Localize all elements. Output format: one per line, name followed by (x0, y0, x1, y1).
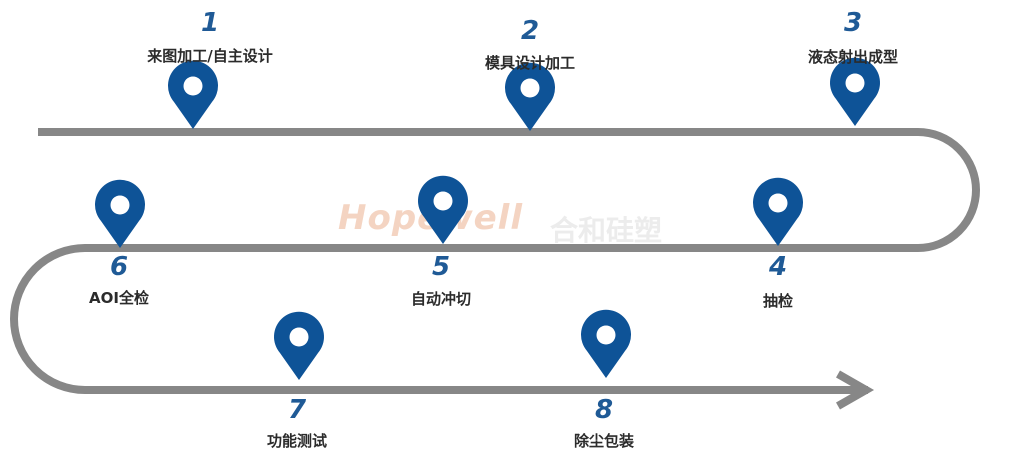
step-4-label: 抽检 (762, 292, 794, 310)
step-5-number: 5 (431, 252, 451, 282)
flow-arrowhead (836, 370, 875, 410)
step-2-number: 2 (520, 16, 540, 46)
location-pin-icon (753, 177, 803, 246)
pin-hole (433, 191, 453, 211)
pin-hole (183, 76, 203, 96)
step-5-label: 自动冲切 (410, 290, 472, 308)
pin-hole (596, 325, 616, 345)
watermark-brand-cn: 合和硅塑 (550, 214, 663, 247)
pin-hole (110, 195, 130, 215)
step-2-label: 模具设计加工 (484, 54, 576, 72)
step-7-number: 7 (287, 395, 307, 425)
location-pin-icon (505, 62, 555, 131)
location-pin-icon (95, 179, 145, 248)
location-pin-icon (581, 309, 631, 378)
location-pin-icon (418, 175, 468, 244)
step-4-number: 4 (768, 252, 788, 282)
flow-path (10, 128, 980, 394)
pin-hole (768, 193, 788, 213)
step-7-label: 功能测试 (266, 432, 328, 450)
step-8-number: 8 (594, 395, 614, 425)
pin-hole (845, 73, 865, 93)
pin-hole (520, 78, 540, 98)
step-1-label: 来图加工/自主设计 (147, 47, 273, 65)
step-8-label: 除尘包装 (573, 432, 635, 450)
location-pin-icon (273, 311, 324, 380)
pin-hole (289, 327, 309, 347)
location-pin-icon (167, 60, 219, 129)
step-3-label: 液态射出成型 (807, 48, 899, 66)
step-6-number: 6 (109, 252, 129, 282)
step-1-number: 1 (200, 8, 220, 38)
step-3-number: 3 (843, 8, 863, 38)
step-6-label: AOI全检 (89, 289, 149, 307)
location-pin-icon (829, 57, 880, 126)
